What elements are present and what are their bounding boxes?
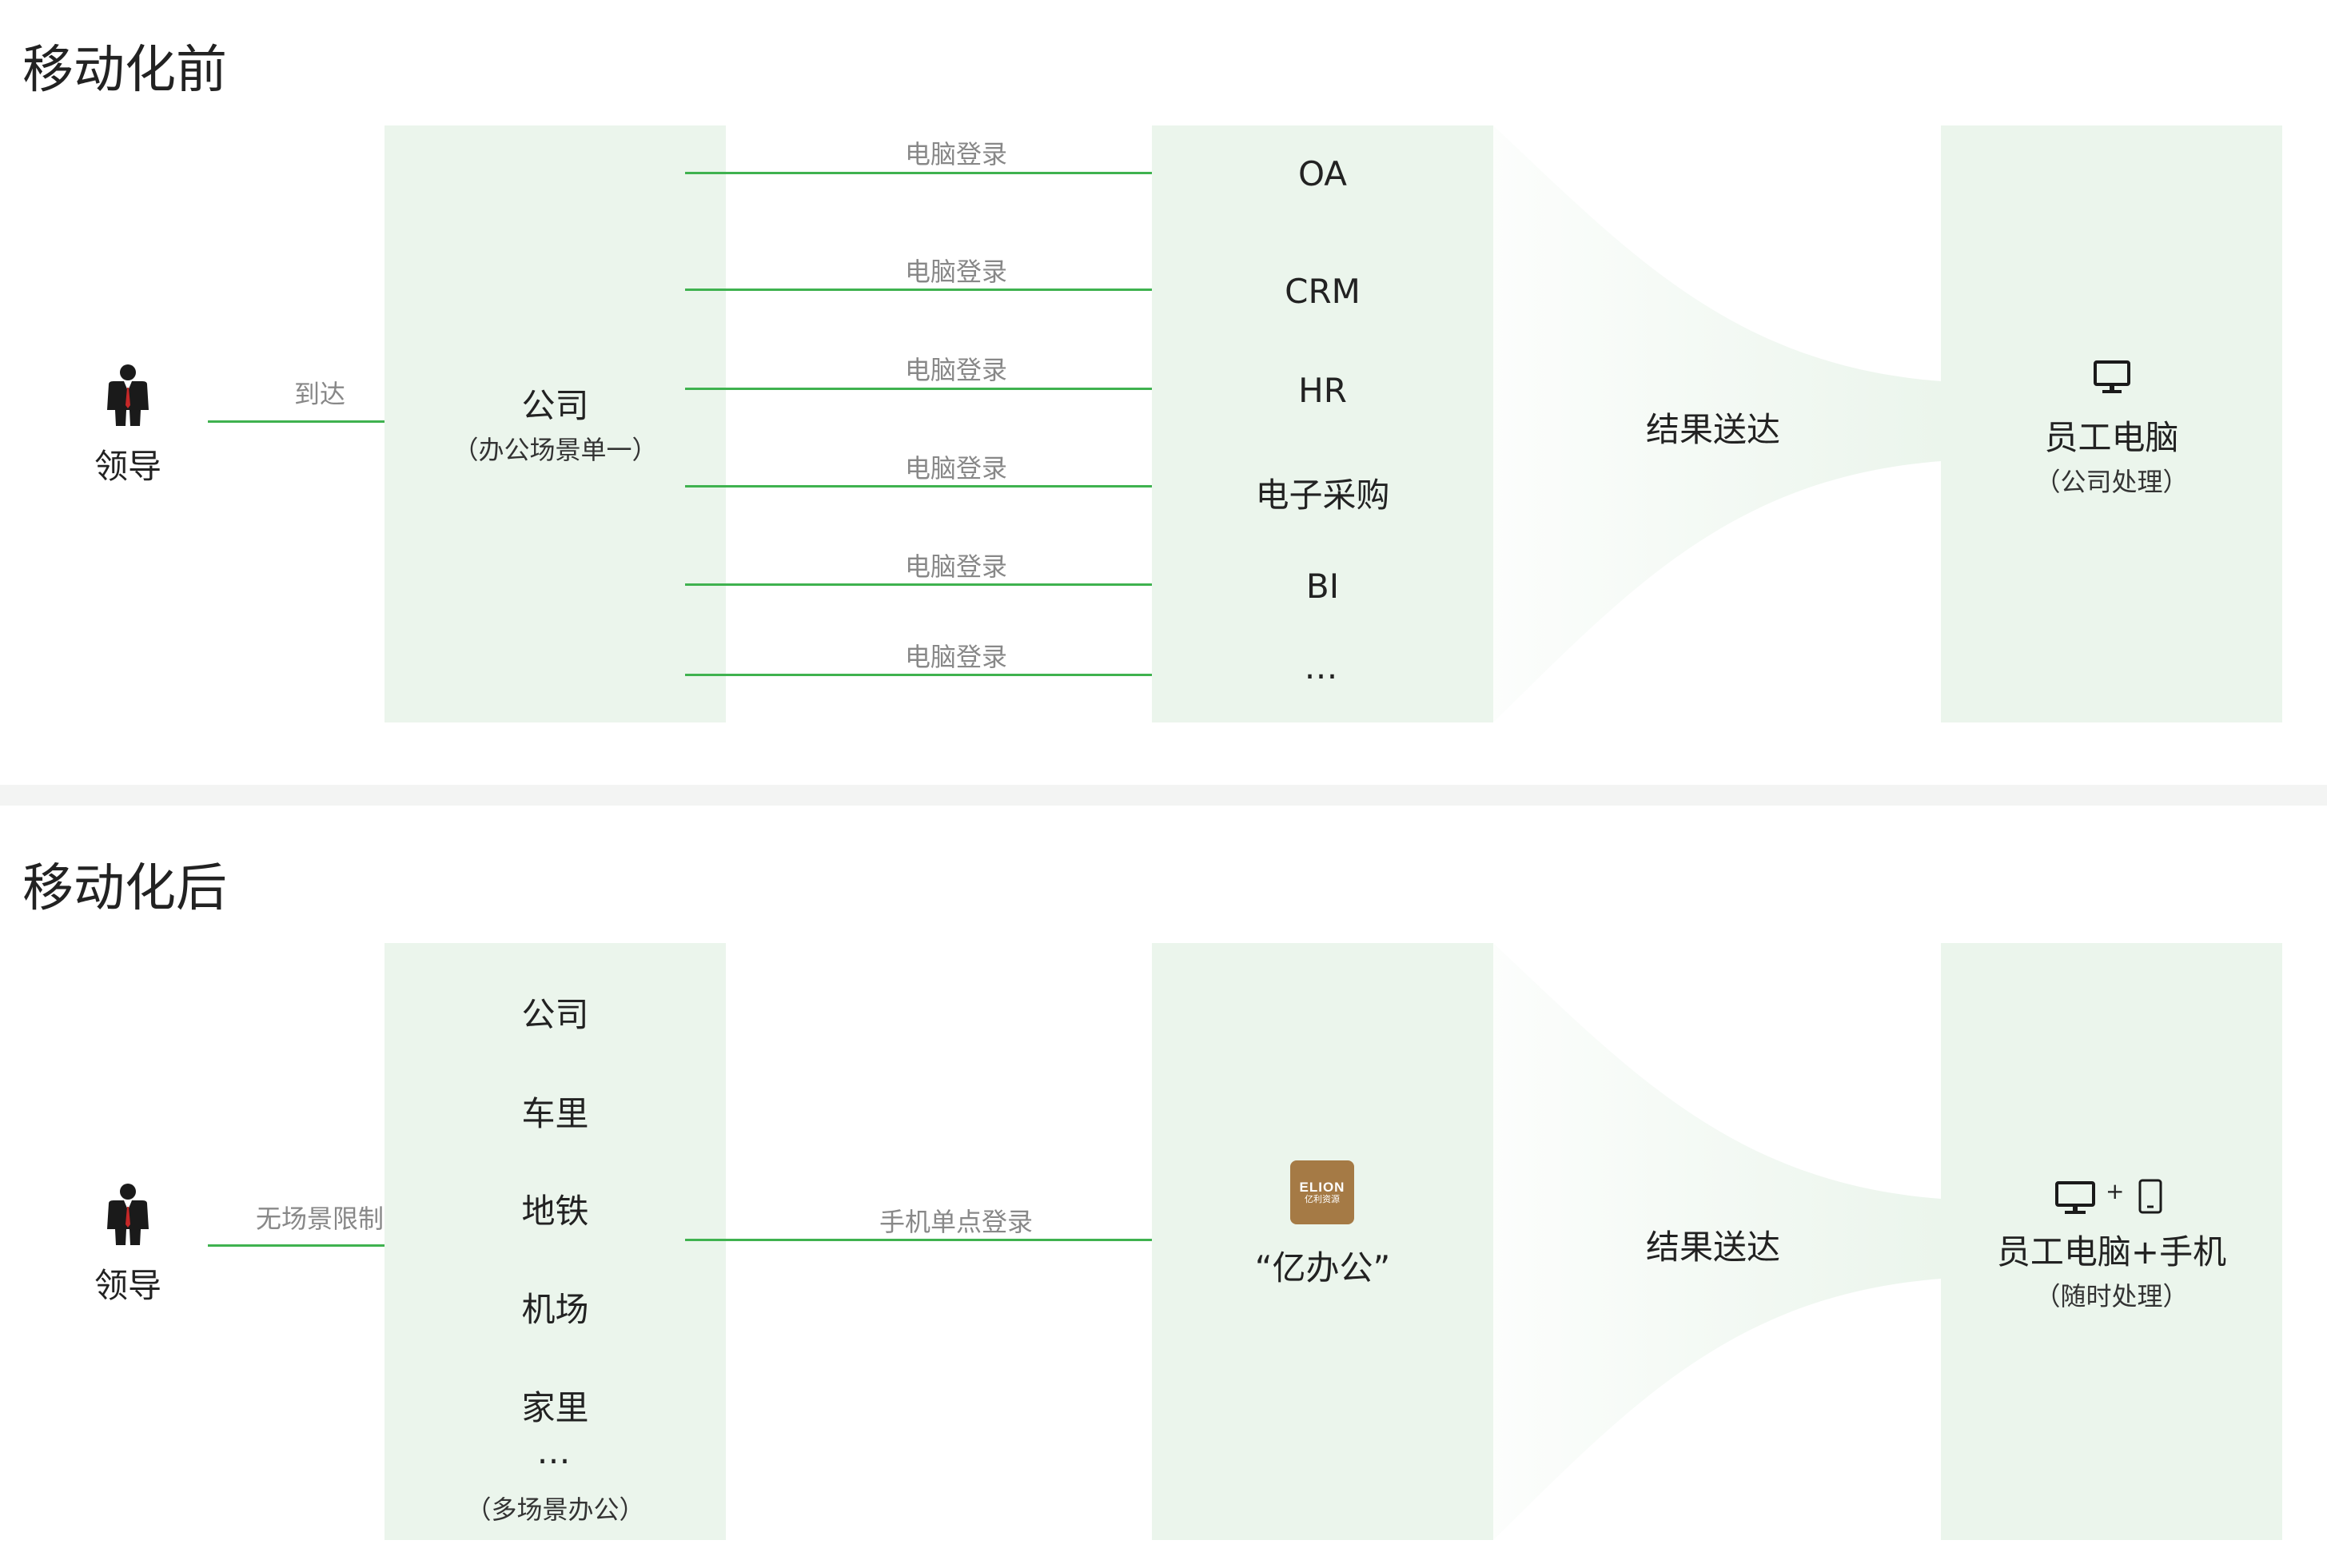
place-company: 公司 xyxy=(521,995,589,1034)
section-title-before: 移动化前 xyxy=(22,41,227,100)
login-arrow xyxy=(685,380,1225,397)
login-label: 电脑登录 xyxy=(904,453,1007,484)
place-home: 家里 xyxy=(521,1388,589,1427)
section-title-after: 移动化后 xyxy=(22,859,227,918)
place-more: … xyxy=(536,1432,574,1471)
system-oa: OA xyxy=(1297,154,1348,193)
login-label: 电脑登录 xyxy=(904,257,1007,287)
company-note: （办公场景单一） xyxy=(452,435,658,465)
login-label: 电脑登录 xyxy=(904,642,1007,672)
mobile-phone-icon xyxy=(2138,1178,2163,1215)
login-arrow xyxy=(685,575,1225,593)
system-procurement: 电子采购 xyxy=(1255,476,1390,515)
app-logo-text: ELION xyxy=(1299,1180,1345,1196)
target-name: 员工电脑 xyxy=(2044,418,2179,457)
target-note: （随时处理） xyxy=(2034,1281,2189,1311)
sso-login-arrow xyxy=(685,1231,1225,1248)
system-crm: CRM xyxy=(1285,272,1361,311)
leader-label: 领导 xyxy=(94,447,161,486)
login-label: 电脑登录 xyxy=(904,139,1007,169)
plus-icon: + xyxy=(2106,1178,2125,1204)
app-name: “亿办公” xyxy=(1254,1248,1391,1287)
arrival-label: 无场景限制 xyxy=(255,1204,384,1234)
company-panel xyxy=(385,125,726,722)
sso-login-label: 手机单点登录 xyxy=(879,1207,1033,1237)
system-bi: BI xyxy=(1305,567,1340,606)
section-divider xyxy=(0,785,2327,806)
leader-icon xyxy=(102,364,153,428)
target-name: 员工电脑+手机 xyxy=(1996,1232,2227,1272)
login-arrow xyxy=(685,477,1225,495)
place-subway: 地铁 xyxy=(521,1192,589,1231)
app-logo: ELION 亿利资源 xyxy=(1290,1160,1354,1224)
login-arrow xyxy=(685,164,1225,181)
arrival-label: 到达 xyxy=(293,379,345,409)
leader-label: 领导 xyxy=(94,1266,161,1305)
company-name: 公司 xyxy=(521,386,589,425)
system-more: … xyxy=(1304,647,1341,686)
delivery-label: 结果送达 xyxy=(1645,410,1780,449)
place-car: 车里 xyxy=(521,1094,589,1133)
system-hr: HR xyxy=(1298,371,1347,410)
systems-panel xyxy=(1152,125,1493,722)
app-panel xyxy=(1152,943,1493,1540)
login-label: 电脑登录 xyxy=(904,355,1007,385)
places-note: （多场景办公） xyxy=(465,1494,645,1525)
app-logo-subtext: 亿利资源 xyxy=(1305,1194,1340,1205)
target-panel xyxy=(1941,125,2282,722)
target-panel xyxy=(1941,943,2282,1540)
funnel-shape xyxy=(1493,125,1941,722)
leader-icon xyxy=(102,1183,153,1247)
login-arrow xyxy=(685,281,1225,298)
place-airport: 机场 xyxy=(521,1290,589,1329)
desktop-monitor-icon xyxy=(2054,1180,2096,1216)
login-arrow xyxy=(685,666,1225,683)
target-note: （公司处理） xyxy=(2034,467,2189,497)
funnel-shape xyxy=(1493,943,1941,1540)
delivery-label: 结果送达 xyxy=(1645,1228,1780,1267)
places-panel xyxy=(385,943,726,1540)
login-label: 电脑登录 xyxy=(904,551,1007,582)
desktop-monitor-icon xyxy=(2093,360,2131,395)
